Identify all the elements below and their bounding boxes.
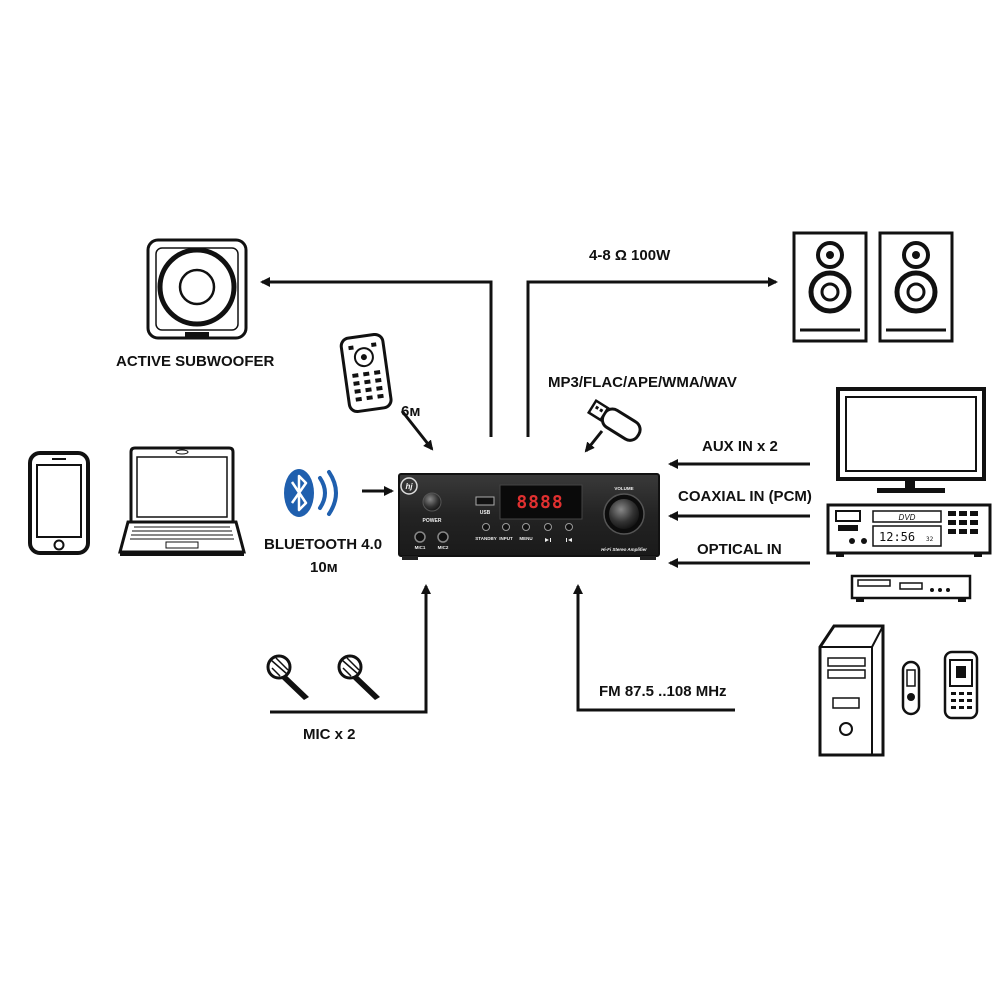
remote-arrow	[400, 410, 434, 451]
play-prev-icon	[566, 538, 572, 542]
laptop-icon	[118, 446, 246, 556]
usb-label: USB	[480, 510, 491, 516]
brand-logo	[400, 477, 418, 495]
remote-control-icon	[339, 332, 393, 414]
amplifier-icon: hj POWER MIC1 MIC2 USB 8888 STANDBY INPU…	[398, 473, 660, 560]
mic-line	[270, 584, 431, 714]
svg-text:hj: hj	[405, 482, 413, 491]
next-button[interactable]	[544, 523, 552, 531]
usb-arrow	[584, 430, 604, 453]
fm-label: FM 87.5 ..108 MHz	[599, 683, 727, 700]
power-label: POWER	[423, 518, 442, 524]
display-digits: 8888	[516, 492, 563, 513]
standby-label: STANDBY	[475, 536, 496, 541]
power-knob[interactable]	[422, 492, 442, 512]
subwoofer-icon	[146, 238, 248, 340]
aux-label: AUX IN x 2	[702, 438, 778, 455]
dvd-brand: DVD	[899, 513, 916, 522]
formats-label: MP3/FLAC/APE/WMA/WAV	[548, 374, 737, 391]
speaker-left-icon	[792, 231, 868, 343]
mic1-jack[interactable]	[414, 531, 426, 543]
menu-label: MENU	[519, 536, 532, 541]
tv-icon	[836, 387, 986, 493]
speaker-right-icon	[878, 231, 954, 343]
mic1-label: MIC1	[415, 545, 426, 550]
speakers-line	[526, 277, 778, 437]
bluetooth-icon	[284, 469, 338, 517]
prev-button[interactable]	[565, 523, 573, 531]
input-button[interactable]	[502, 523, 510, 531]
dvd-player-icon: DVD 12:56 32	[826, 503, 992, 557]
fm-line	[573, 584, 735, 712]
dvd-seconds: 32	[926, 536, 934, 543]
bluetooth-label: BLUETOOTH 4.0	[264, 536, 383, 553]
model-label: Hi-Fi Stereo Amplifier	[601, 547, 647, 552]
led-display	[499, 484, 583, 520]
input-label: INPUT	[499, 536, 513, 541]
front-buttons: STANDBY INPUT MENU	[475, 523, 573, 542]
mic2-label: MIC2	[438, 545, 449, 550]
dvd-time: 12:56	[879, 530, 915, 544]
microphone-right-icon	[337, 654, 380, 700]
microphone-left-icon	[266, 654, 309, 700]
menu-button[interactable]	[522, 523, 530, 531]
cd-player-icon	[850, 574, 972, 602]
volume-knob[interactable]	[609, 499, 639, 529]
smartphone-icon	[28, 451, 90, 555]
mp3-player-icon	[901, 660, 921, 716]
mobile-phone-icon	[943, 650, 979, 720]
usb-port[interactable]	[475, 496, 495, 506]
usb-stick-icon	[586, 398, 642, 442]
mic2-jack[interactable]	[437, 531, 449, 543]
play-next-icon	[545, 538, 551, 542]
pc-tower-icon	[818, 624, 885, 757]
standby-button[interactable]	[482, 523, 490, 531]
speakers-label: 4-8 Ω 100W	[589, 247, 671, 264]
optical-label: OPTICAL IN	[697, 541, 782, 558]
subwoofer-line	[260, 277, 493, 437]
connection-lines	[260, 277, 810, 714]
coaxial-label: COAXIAL IN (PCM)	[678, 488, 812, 505]
bluetooth-range-label: 10м	[310, 559, 338, 576]
subwoofer-label: ACTIVE SUBWOOFER	[116, 353, 275, 370]
volume-label: VOLUME	[614, 486, 633, 491]
mic-label: MIC x 2	[303, 726, 356, 743]
remote-range-label: 6м	[401, 403, 421, 420]
